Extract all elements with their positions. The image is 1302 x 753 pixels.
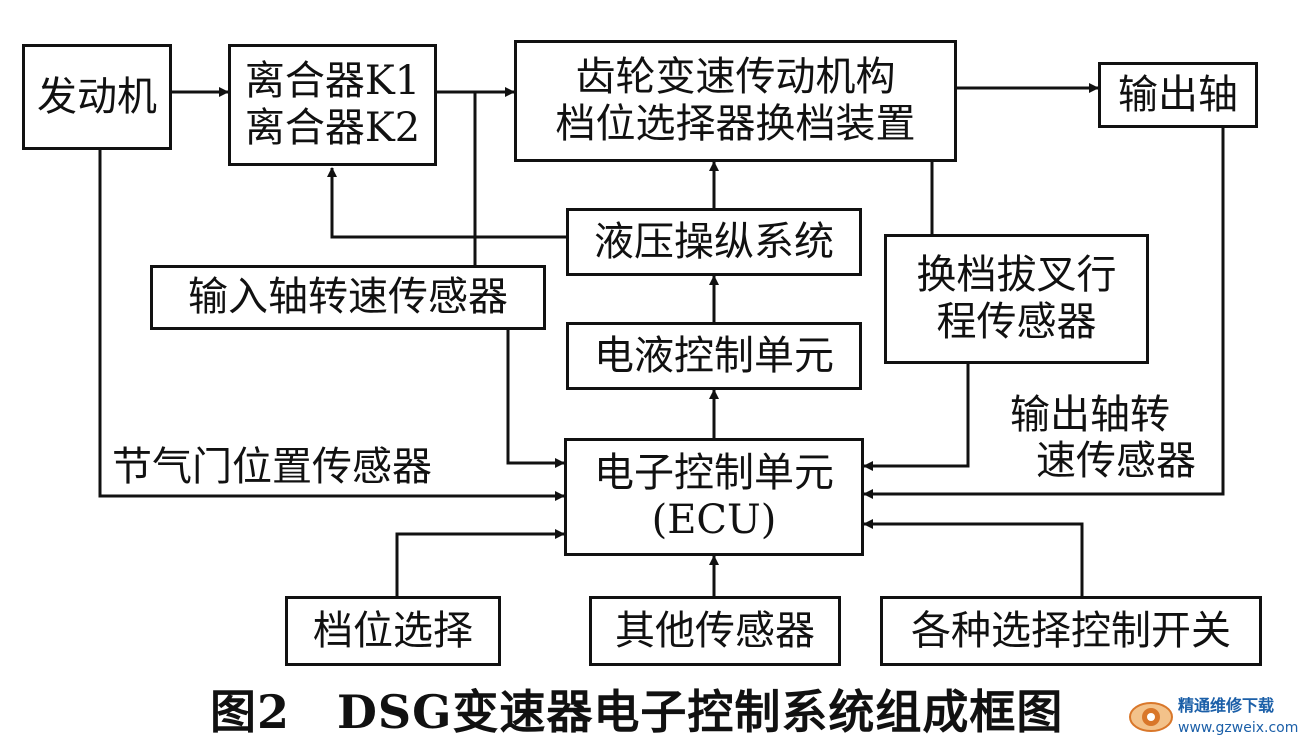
- gear-mechanism-box: 齿轮变速传动机构 档位选择器换档装置: [514, 40, 957, 162]
- switches-box: 各种选择控制开关: [880, 596, 1262, 666]
- hydraulic-system-box: 液压操纵系统: [566, 208, 862, 276]
- ecu-label-1: 电子控制单元: [594, 450, 834, 496]
- input-speed-sensor-label: 输入轴转速传感器: [188, 274, 508, 320]
- switches-label: 各种选择控制开关: [911, 607, 1231, 654]
- ehcu-label: 电液控制单元: [594, 332, 834, 379]
- engine-label: 发动机: [37, 73, 157, 120]
- output-speed-sensor-label-1: 输出轴转: [1010, 392, 1170, 438]
- gear-select-label: 档位选择: [313, 607, 473, 654]
- output-speed-sensor-label: 输出轴转 速传感器: [1010, 392, 1196, 484]
- shift-fork-sensor-box: 换档拔叉行 程传感器: [884, 234, 1149, 364]
- arrow-hydraulic-clutch: [327, 167, 566, 239]
- ecu-label-2: (ECU): [651, 497, 777, 543]
- shift-fork-sensor-label-2: 程传感器: [936, 299, 1097, 345]
- output-shaft-box: 输出轴: [1098, 62, 1258, 128]
- arrow-switches-ecu: [863, 519, 1084, 596]
- arrow-throttle-ecu: [98, 150, 565, 501]
- other-sensors-label: 其他传感器: [615, 607, 815, 654]
- other-sensors-box: 其他传感器: [589, 596, 841, 666]
- gear-mechanism-label: 齿轮变速传动机构: [575, 54, 896, 100]
- eye-logo-icon: [1129, 702, 1173, 732]
- arrow-output-sensor-ecu: [863, 128, 1225, 499]
- shift-fork-sensor-label-1: 换档拔叉行: [916, 252, 1117, 298]
- clutch-k1-label: 离合器K1: [244, 58, 421, 104]
- output-shaft-label: 输出轴: [1118, 71, 1238, 118]
- input-speed-sensor-box: 输入轴转速传感器: [150, 265, 546, 330]
- ehcu-box: 电液控制单元: [566, 322, 862, 390]
- arrow-fork-sensor-ecu: [863, 364, 970, 471]
- output-speed-sensor-label-2: 速传感器: [1036, 438, 1196, 484]
- hydraulic-system-label: 液压操纵系统: [594, 218, 834, 265]
- ecu-box: 电子控制单元 (ECU): [564, 438, 864, 556]
- clutch-k2-label: 离合器K2: [244, 105, 421, 151]
- clutch-box: 离合器K1 离合器K2: [228, 44, 437, 166]
- watermark-brand: 精通维修下载: [1178, 696, 1275, 715]
- throttle-sensor-label: 节气门位置传感器: [112, 444, 432, 490]
- arrow-gearselect-ecu: [395, 529, 565, 596]
- gear-selector-label: 档位选择器换档装置: [555, 101, 916, 147]
- engine-box: 发动机: [22, 44, 172, 150]
- watermark-logo: 精通维修下载 www.gzweix.com: [1128, 686, 1298, 748]
- figure-caption: 图2 DSG变速器电子控制系统组成框图: [210, 685, 1064, 739]
- arrow-input-sensor-ecu: [506, 330, 565, 468]
- gear-select-box: 档位选择: [285, 596, 501, 666]
- watermark-url: www.gzweix.com: [1178, 720, 1299, 736]
